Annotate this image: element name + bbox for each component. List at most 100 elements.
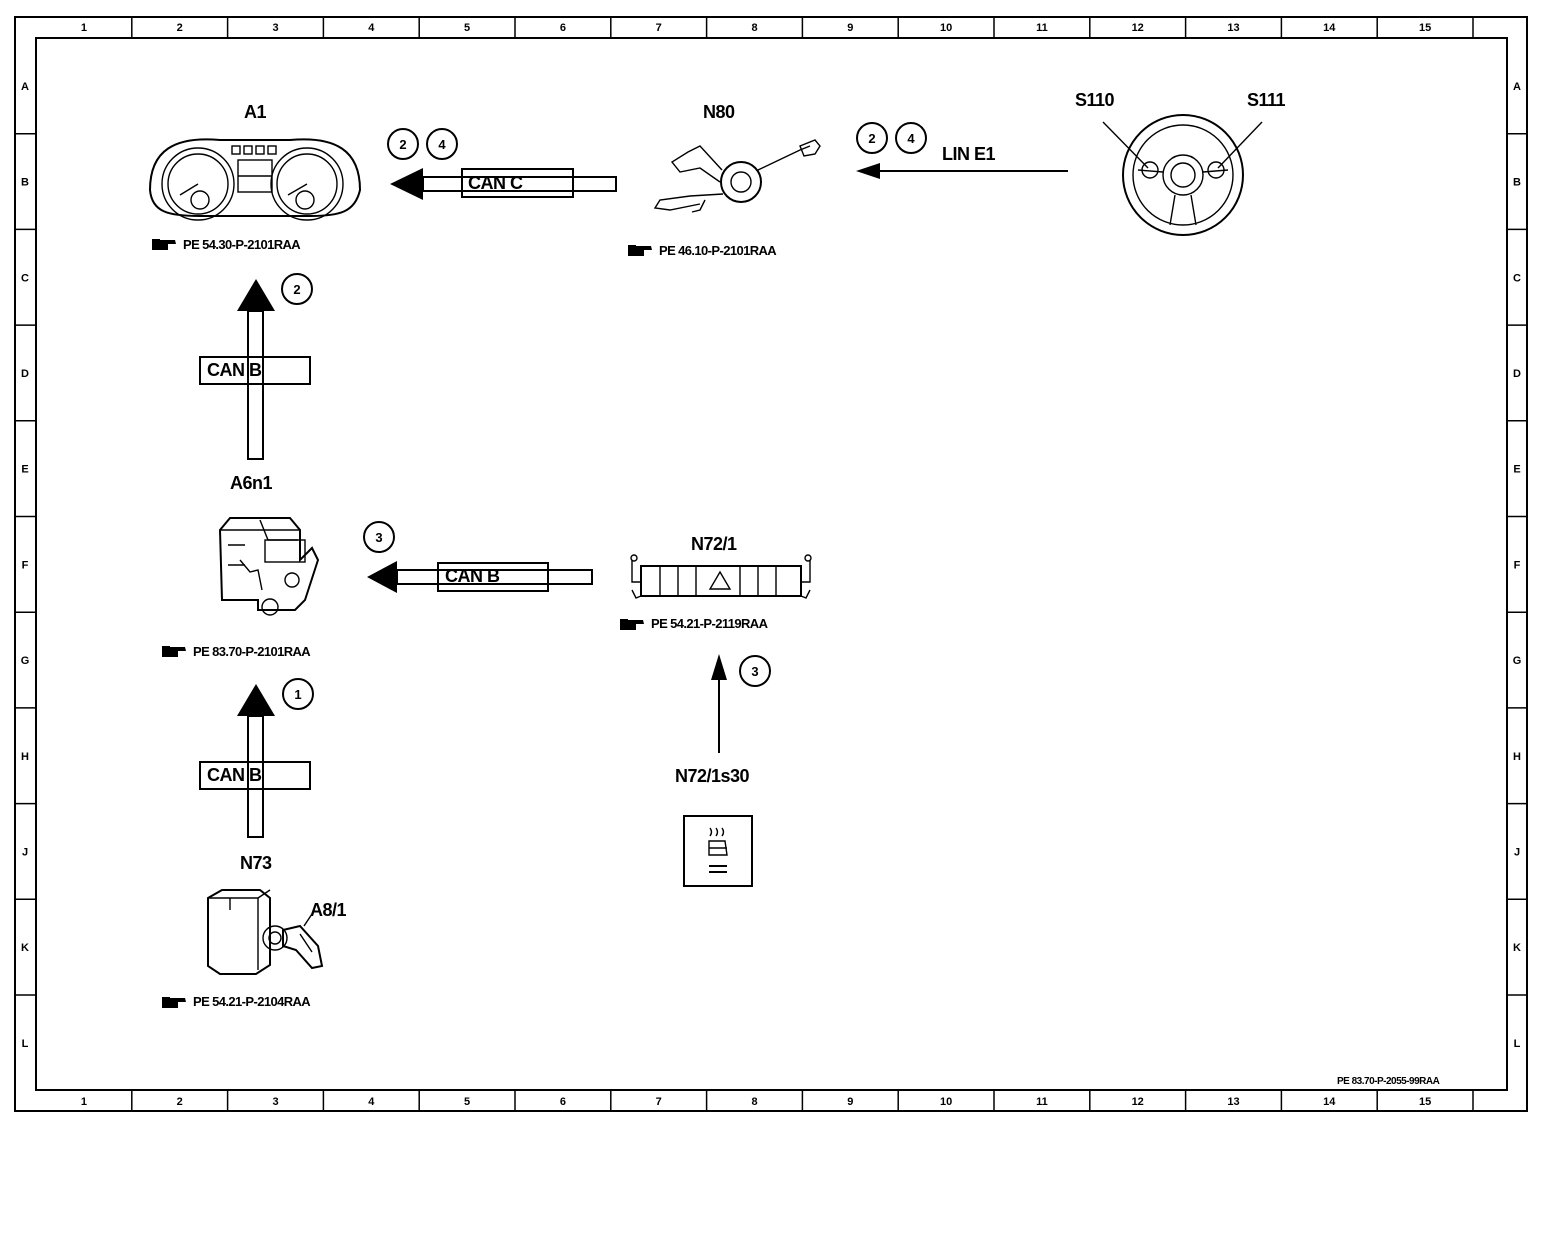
reference-hand-icon: [628, 245, 652, 256]
column-marker: 2: [177, 1096, 183, 1108]
column-marker: 14: [1323, 22, 1336, 34]
column-marker: 13: [1227, 1096, 1239, 1108]
can-b-label-upper: CAN B: [207, 360, 262, 380]
a1-reference: PE 54.30-P-2101RAA: [152, 237, 302, 252]
row-marker: F: [22, 559, 29, 571]
instrument-cluster-a1: A1 PE 54.30-P-2101RAA: [148, 102, 362, 252]
row-marker: F: [1514, 559, 1521, 571]
a8-1-label: A8/1: [310, 900, 347, 920]
s110-label: S110: [1075, 90, 1115, 110]
column-marker: 11: [1036, 1096, 1048, 1108]
a6n1-reference: PE 83.70-P-2101RAA: [162, 644, 312, 659]
row-marker: J: [22, 846, 28, 858]
drawing-frame: 1122334455667788991010111112121313141415…: [14, 16, 1528, 1112]
step-marker: 4: [907, 131, 915, 146]
can-b-link-lower: CAN B 1: [199, 678, 314, 838]
row-marker: B: [1513, 177, 1521, 189]
n72-1s30-label: N72/1s30: [675, 766, 750, 786]
ignition-switch-n73: N73 A8/1 PE 54.21-P-2104RAA: [162, 853, 347, 1009]
n80-reference: PE 46.10-P-2101RAA: [628, 243, 778, 258]
heater-control-icon: [218, 517, 320, 616]
column-marker: 3: [272, 22, 278, 34]
row-marker: E: [1513, 464, 1520, 476]
n72-1-label: N72/1: [691, 534, 737, 554]
switch-link: 3: [711, 654, 771, 753]
row-marker: E: [21, 464, 28, 476]
step-marker: 3: [375, 530, 382, 545]
column-marker: 10: [940, 22, 952, 34]
column-marker: 15: [1419, 22, 1431, 34]
heater-button[interactable]: [683, 815, 753, 887]
n73-reference: PE 54.21-P-2104RAA: [162, 994, 312, 1009]
row-marker: L: [1514, 1038, 1521, 1050]
row-marker: A: [21, 81, 29, 93]
row-marker: H: [1513, 751, 1521, 763]
lin-e1-link: LIN E1 2 4: [856, 122, 1068, 179]
row-marker: C: [1513, 272, 1521, 284]
column-marker: 5: [464, 22, 470, 34]
reference-hand-icon: [162, 646, 186, 657]
row-marker: K: [21, 942, 29, 954]
steering-wheel-buttons: S110 S111: [1075, 90, 1286, 236]
key-icon: [282, 913, 324, 970]
row-marker: L: [22, 1038, 29, 1050]
n72-1-ref-text: PE 54.21-P-2119RAA: [651, 616, 769, 631]
reference-hand-icon: [152, 239, 176, 250]
column-marker: 1: [81, 22, 87, 34]
column-marker: 8: [751, 22, 757, 34]
column-marker: 9: [847, 22, 853, 34]
ignition-switch-icon: [207, 889, 288, 975]
steering-column-module-icon: [653, 139, 821, 213]
column-marker: 12: [1132, 1096, 1144, 1108]
column-marker: 3: [272, 1096, 278, 1108]
n80-label: N80: [703, 102, 735, 122]
upper-control-panel-n72-1: N72/1 PE 54.21-P-2119RAA: [620, 534, 812, 631]
hazard-warning-icon: [708, 570, 732, 590]
column-marker: 1: [81, 1096, 87, 1108]
step-marker: 1: [294, 687, 301, 702]
column-marker: 12: [1132, 22, 1144, 34]
n73-ref-text: PE 54.21-P-2104RAA: [193, 994, 311, 1009]
heater-switch-n72-1s30[interactable]: N72/1s30: [675, 766, 753, 887]
column-marker: 6: [560, 22, 566, 34]
column-marker: 10: [940, 1096, 952, 1108]
control-panel-icon: [630, 554, 812, 599]
column-marker: 13: [1227, 22, 1239, 34]
can-b-link-middle: CAN B 3: [363, 521, 593, 593]
column-marker: 4: [368, 1096, 375, 1108]
a1-ref-text: PE 54.30-P-2101RAA: [183, 237, 301, 252]
step-marker: 3: [751, 664, 758, 679]
column-marker: 5: [464, 1096, 470, 1108]
n80-ref-text: PE 46.10-P-2101RAA: [659, 243, 777, 258]
column-marker: 8: [751, 1096, 757, 1108]
step-marker: 2: [399, 137, 406, 152]
row-marker: J: [1514, 846, 1520, 858]
row-marker: B: [21, 177, 29, 189]
column-marker: 7: [656, 22, 662, 34]
a1-label: A1: [244, 102, 266, 122]
s111-label: S111: [1247, 90, 1286, 110]
row-marker: D: [21, 368, 29, 380]
lin-e1-label: LIN E1: [942, 144, 996, 164]
column-marker: 11: [1036, 22, 1048, 34]
step-marker: 4: [438, 137, 446, 152]
steering-wheel-icon: [1122, 114, 1244, 236]
step-marker: 2: [293, 282, 300, 297]
drawing-number: PE 83.70-P-2055-99RAA: [1337, 1076, 1440, 1087]
column-marker: 7: [656, 1096, 662, 1108]
can-b-label-middle: CAN B: [445, 566, 500, 586]
row-marker: C: [21, 272, 29, 284]
heater-control-a6n1: A6n1 PE 83.70-P-2101RAA: [162, 473, 320, 659]
row-marker: G: [21, 655, 30, 667]
can-c-link: CAN C 2 4: [387, 128, 617, 200]
column-marker: 14: [1323, 1096, 1336, 1108]
reference-hand-icon: [620, 619, 644, 630]
column-marker: 4: [368, 22, 375, 34]
row-marker: D: [1513, 368, 1521, 380]
column-marker: 2: [177, 22, 183, 34]
column-marker: 15: [1419, 1096, 1431, 1108]
step-marker: 2: [868, 131, 875, 146]
instrument-cluster-icon: [148, 138, 362, 221]
row-marker: A: [1513, 81, 1521, 93]
row-marker: H: [21, 751, 29, 763]
